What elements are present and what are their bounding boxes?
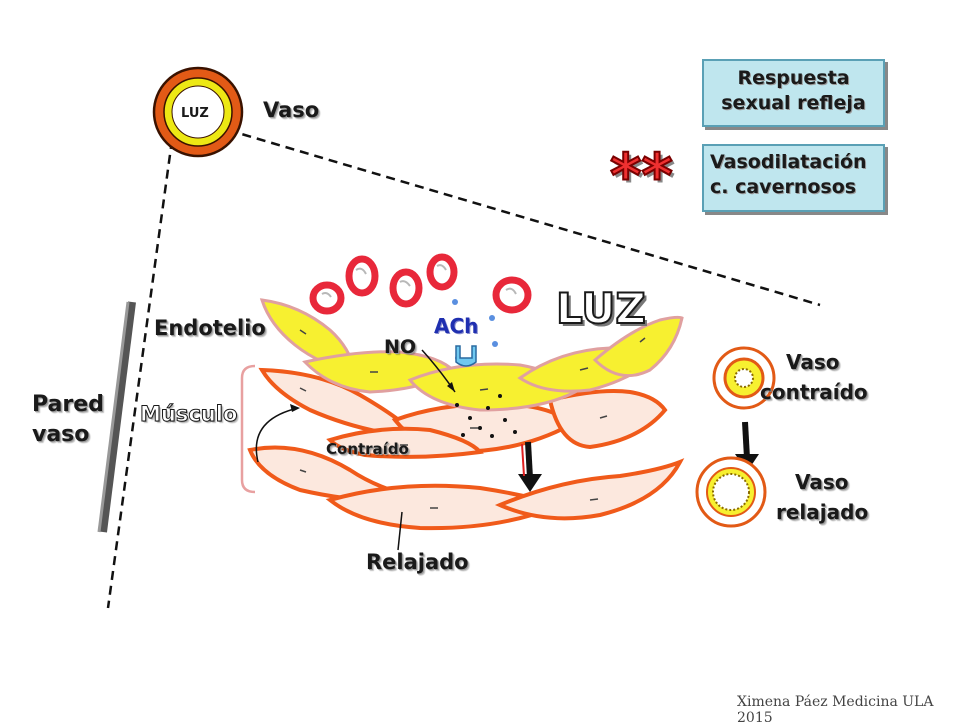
vessel-cross-section-top bbox=[152, 66, 244, 158]
muscle-bracket bbox=[240, 364, 256, 494]
vessel-lumen-label: LUZ bbox=[181, 106, 209, 121]
pared-label-line2: vaso bbox=[32, 422, 90, 447]
lumen-big-label: LUZ bbox=[555, 283, 647, 334]
respuesta-line1: Respuesta bbox=[737, 67, 850, 89]
vessel-label: Vaso bbox=[263, 98, 320, 122]
vaso-contraido-line1: Vaso bbox=[786, 350, 840, 374]
vaso-relajado-line2: relajado bbox=[776, 500, 869, 524]
relajado-label: Relajado bbox=[366, 550, 469, 574]
endothelium-layer bbox=[259, 298, 684, 412]
muscle-layer-contracted bbox=[258, 367, 668, 459]
vaso-contraido-line2: contraído bbox=[760, 380, 868, 404]
emphasis-stars: ** bbox=[609, 141, 674, 211]
zoom-line-right bbox=[227, 128, 821, 307]
vasodilatacion-box: Vasodilatación c. cavernosos bbox=[702, 144, 885, 212]
no-diffusion-dots bbox=[455, 394, 517, 438]
pared-label-line1: Pared bbox=[32, 392, 104, 417]
credit-text: Ximena Páez Medicina ULA 2015 bbox=[737, 694, 934, 726]
red-blood-cells bbox=[309, 253, 532, 315]
endotelio-label: Endotelio bbox=[154, 316, 266, 340]
musculo-label: Músculo bbox=[139, 402, 238, 427]
vaso-relajado-line1: Vaso bbox=[795, 470, 849, 494]
down-arrow-center bbox=[518, 441, 542, 492]
ach-receptor bbox=[455, 345, 477, 367]
respuesta-line2: sexual refleja bbox=[721, 92, 866, 114]
vasodilatacion-line1: Vasodilatación bbox=[710, 151, 867, 173]
muscle-layer-relaxed bbox=[247, 445, 685, 531]
ach-label: ACh bbox=[434, 314, 479, 338]
zoom-line-left bbox=[106, 139, 174, 609]
vessel-wall-bar bbox=[97, 301, 136, 533]
contraido-label: Contraído bbox=[326, 440, 409, 458]
relajado-pointer bbox=[397, 511, 403, 551]
vessel-contracted bbox=[712, 346, 776, 410]
vasodilatacion-line2: c. cavernosos bbox=[710, 176, 857, 198]
muscle-arrow bbox=[255, 407, 299, 463]
respuesta-box: Respuesta sexual refleja bbox=[702, 59, 885, 127]
vessel-relaxed bbox=[695, 456, 767, 528]
no-label: NO bbox=[384, 336, 417, 358]
